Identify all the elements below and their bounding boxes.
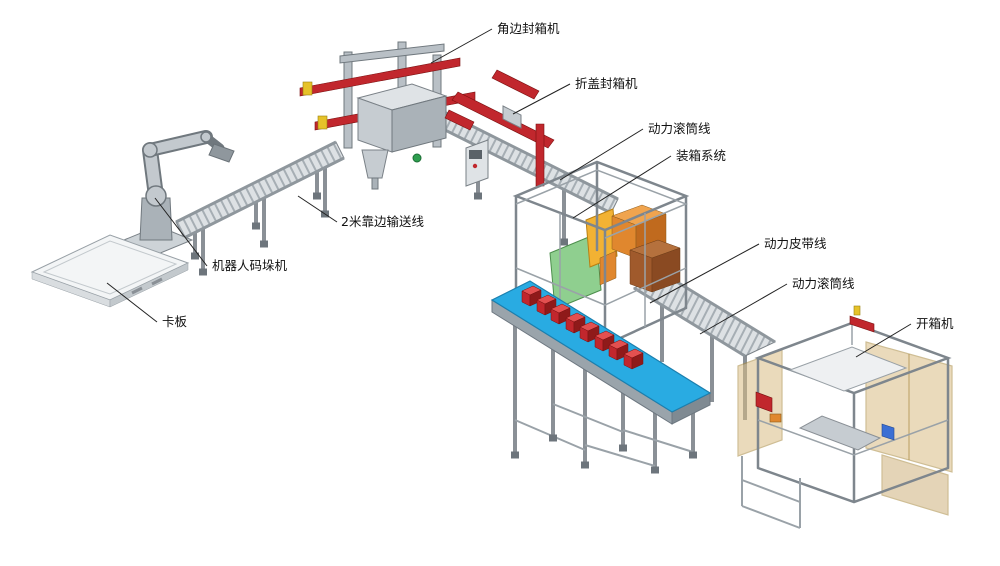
hopper-funnel <box>361 149 389 179</box>
folder-red-post <box>535 123 545 187</box>
label-case-erector: 开箱机 <box>855 316 954 358</box>
case-erector <box>737 305 953 529</box>
pallet <box>30 234 190 308</box>
robot-upper-arm <box>145 132 211 155</box>
machine-post <box>343 51 353 149</box>
label-text: 角边封箱机 <box>497 21 560 36</box>
pallet-slots <box>131 277 163 295</box>
folder-red-beam <box>451 91 555 149</box>
tan-panel-lower <box>881 454 949 516</box>
erector-table <box>788 346 908 392</box>
belt-feet <box>511 434 697 474</box>
label-text: 动力滚筒线 <box>792 276 855 291</box>
machine-body-side <box>391 95 447 153</box>
label-text: 机器人码垛机 <box>212 258 288 273</box>
label-belt-line: 动力皮带线 <box>649 236 827 304</box>
green-indicator <box>412 153 422 163</box>
red-box <box>579 321 600 343</box>
leader-line <box>649 243 760 304</box>
label-text: 开箱机 <box>916 316 954 331</box>
leader-line <box>699 283 788 335</box>
erector-chute <box>798 415 882 451</box>
yellow-block <box>317 115 328 130</box>
erector-red-part <box>755 391 773 413</box>
robot-shoulder-joint <box>145 185 167 207</box>
pallet-edge-right <box>109 262 189 308</box>
flap-folding-machine <box>444 69 555 187</box>
erector-red-bar <box>849 315 875 333</box>
robot-elbow-joint <box>142 142 158 158</box>
control-pedestal <box>465 139 489 187</box>
label-text: 装箱系统 <box>676 148 726 163</box>
label-text: 动力皮带线 <box>764 236 827 251</box>
leader-line <box>512 83 571 115</box>
yellow-panel <box>585 208 618 268</box>
folder-head <box>502 105 522 129</box>
control-screen <box>469 150 482 159</box>
orange-part <box>769 413 782 423</box>
robot-gripper <box>208 143 235 163</box>
label-robot-palletizer: 机器人码垛机 <box>154 197 288 273</box>
power-roller-conveyor <box>632 272 777 420</box>
label-case-packer: 装箱系统 <box>572 148 726 219</box>
label-text: 2米靠边输送线 <box>341 214 424 229</box>
leader-line <box>106 282 158 323</box>
blue-part <box>881 423 895 441</box>
leader-line <box>154 197 208 267</box>
folder-side-arm <box>444 109 475 131</box>
red-box <box>521 285 542 307</box>
corner-sealing-machine <box>299 41 489 190</box>
label-text: 折盖封箱机 <box>575 76 638 91</box>
belt-legs <box>513 299 695 470</box>
machine-top-beam <box>339 43 445 64</box>
pallet-inner-line <box>42 240 178 295</box>
erector-frame-inner <box>757 323 949 456</box>
label-roller-line-right: 动力滚筒线 <box>699 276 855 335</box>
conveyor-rail <box>183 156 345 240</box>
packer-frame-inner <box>515 169 689 327</box>
case-packing-system <box>512 160 690 347</box>
sealer-red-beam <box>299 57 461 97</box>
green-panel <box>549 233 602 310</box>
red-boxes-row <box>521 285 644 370</box>
conveyor-rail <box>420 116 612 215</box>
leader-line <box>572 155 672 219</box>
leader-line <box>297 195 338 223</box>
conveyor-feet <box>474 192 568 246</box>
packer-frame <box>512 160 690 347</box>
hopper-stem <box>371 177 379 190</box>
label-corner-sealer: 角边封箱机 <box>430 21 560 64</box>
robot-wrist-joint <box>200 131 212 143</box>
red-box <box>623 348 644 370</box>
label-text: 动力滚筒线 <box>648 121 711 136</box>
robot-palletizer <box>122 130 235 255</box>
conveyor-rail <box>175 140 337 224</box>
leader-line <box>559 128 644 181</box>
power-belt-conveyor <box>490 280 712 474</box>
carton-stack <box>599 204 681 293</box>
conveyor-rail <box>633 286 746 358</box>
edge-roller-conveyor <box>175 140 345 276</box>
yellow-handle <box>853 305 861 316</box>
label-roller-line-top: 动力滚筒线 <box>559 121 711 181</box>
erector-frame <box>754 321 952 504</box>
label-pallet: 卡板 <box>106 282 188 329</box>
yellow-block <box>302 81 313 96</box>
callout-labels: 角边封箱机 折盖封箱机 动力滚筒线 装箱系统 动力皮带线 动力滚筒线 开箱机 <box>106 21 954 358</box>
leader-line <box>430 28 493 64</box>
label-text: 卡板 <box>162 314 188 329</box>
label-flap-sealer: 折盖封箱机 <box>512 76 638 115</box>
red-box <box>536 294 557 316</box>
folder-red-arm <box>491 69 540 100</box>
label-edge-conveyor: 2米靠边输送线 <box>297 195 424 229</box>
leader-line <box>855 323 912 358</box>
erector-subframe <box>741 456 801 529</box>
control-button <box>472 163 478 169</box>
